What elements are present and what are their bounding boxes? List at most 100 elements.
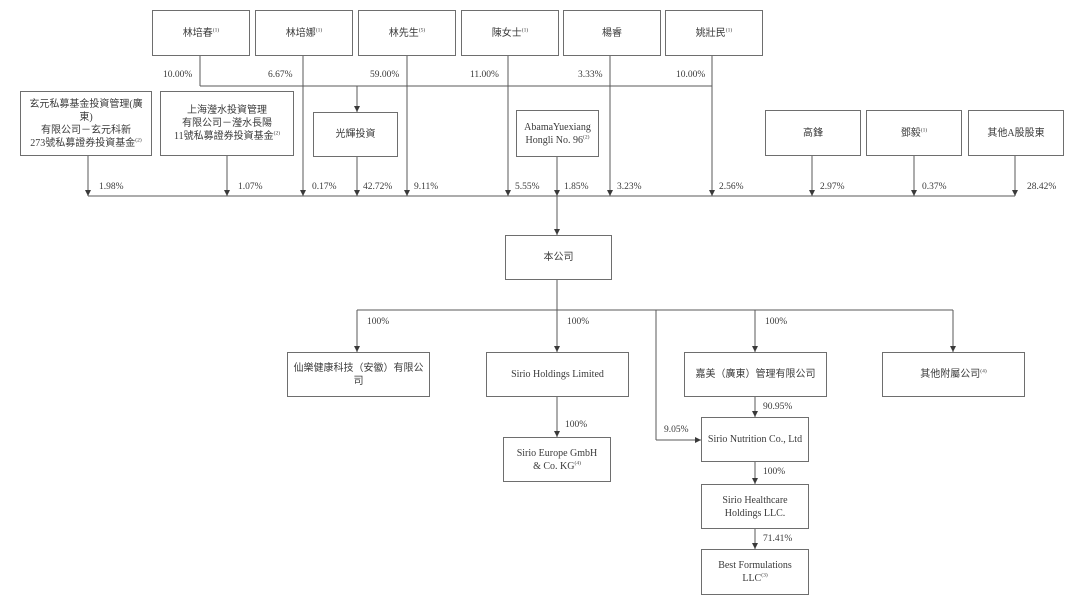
subsidiary-jiamei: 嘉美（廣東）管理有限公司	[684, 352, 827, 397]
shareholder-lin-peina-label: 林培娜	[285, 27, 316, 39]
pct-company-yingshui-fund: 1.07%	[238, 182, 263, 192]
entity-sirio-europe-note: (4)	[574, 460, 581, 467]
company-node-label: 本公司	[543, 252, 574, 263]
arrow-yang-rui	[607, 190, 613, 196]
arrow-sirio-holdings	[554, 346, 560, 352]
pct-company-deng-yi: 0.37%	[922, 182, 947, 192]
holder-other-a: 其他A股股東	[968, 110, 1064, 156]
holder-yingshui-fund-label: 11號私募證券投資基金	[173, 131, 274, 142]
holder-xuanyuan-fund-label: 273號私募證券投資基金	[30, 137, 136, 149]
pct-xianle: 100%	[367, 317, 390, 327]
arrow-other-subs	[950, 346, 956, 352]
arrow-deng-yi	[911, 190, 917, 196]
pct-sirio-healthcare: 100%	[763, 467, 786, 477]
arrow-yingshui-fund	[224, 190, 230, 196]
entity-sirio-nutrition-label: Sirio Nutrition Co., Ltd	[707, 434, 803, 445]
pct-company-yang-rui: 3.23%	[617, 182, 642, 192]
holder-guanghui-label: 光輝投資	[335, 129, 376, 140]
entity-best-formulations-label: Best Formulations	[718, 560, 792, 571]
arrow-best-formulations	[752, 543, 758, 549]
arrow-guanghui	[354, 106, 360, 112]
pct-guanghui-yao-zhuangmin: 10.00%	[676, 70, 706, 80]
pct-jiamei: 100%	[765, 317, 788, 327]
pct-guanghui-lin-peina: 6.67%	[268, 70, 293, 80]
holder-deng-yi-label: 鄧毅	[900, 127, 921, 139]
holder-abama-label: AbamaYuexiang	[524, 121, 591, 133]
arrow-gao-feng	[809, 190, 815, 196]
shareholder-yao-zhuangmin-note: (1)	[725, 27, 733, 34]
entity-sirio-europe: Sirio Europe GmbH& Co. KG(4)	[503, 437, 611, 482]
arrow-lin-peina	[300, 190, 306, 196]
shareholder-lin-peina: 林培娜(1)	[255, 10, 353, 56]
arrow-yao-zhuangmin	[709, 190, 715, 196]
shareholder-lin-peichun-note: (1)	[212, 27, 220, 34]
shareholder-lin-peina-note: (1)	[315, 27, 323, 34]
holder-yingshui-fund-note: (2)	[273, 130, 281, 137]
pct-direct-sirio-nutrition: 9.05%	[664, 425, 689, 435]
subsidiary-other-subs: 其他附屬公司(4)	[882, 352, 1025, 397]
arrow-direct-sirio-nutrition	[695, 437, 701, 443]
shareholder-ms-chen: 陳女士(1)	[461, 10, 559, 56]
subsidiary-sirio-holdings: Sirio Holdings Limited	[486, 352, 629, 397]
holder-abama-note: (2)	[583, 134, 590, 141]
pct-sirio-nutrition: 90.95%	[763, 402, 793, 412]
pct-company-xuanyuan-fund: 1.98%	[99, 182, 124, 192]
holder-gao-feng: 高鋒	[765, 110, 861, 156]
arrow-mr-lin	[404, 190, 410, 196]
entity-sirio-nutrition: Sirio Nutrition Co., Ltd	[701, 417, 809, 462]
holder-gao-feng-label: 高鋒	[803, 127, 823, 139]
subsidiary-other-subs-note: (4)	[980, 368, 987, 375]
shareholder-lin-peichun-label: 林培春	[182, 27, 213, 39]
entity-best-formulations-note: (3)	[761, 572, 768, 579]
pct-guanghui-yang-rui: 3.33%	[578, 70, 603, 80]
company-node: 本公司	[505, 235, 612, 280]
shareholder-mr-lin-label: 林先生	[388, 27, 419, 39]
pct-sirio-europe: 100%	[565, 420, 588, 430]
arrow-jiamei	[752, 346, 758, 352]
holder-yingshui-fund-label: 有限公司－瀅水長陽	[182, 118, 272, 129]
holder-deng-yi-note: (1)	[920, 127, 928, 134]
arrow-sirio-europe	[554, 431, 560, 437]
holder-xuanyuan-fund-note: (2)	[135, 137, 142, 144]
subsidiary-other-subs-label: 其他附屬公司	[920, 369, 981, 380]
holder-other-a-label: 其他A股股東	[987, 127, 1045, 139]
arrow-xianle	[354, 346, 360, 352]
pct-company-mr-lin: 9.11%	[414, 182, 439, 192]
pct-company-abama: 1.85%	[564, 182, 589, 192]
subsidiary-sirio-holdings-label: Sirio Holdings Limited	[511, 369, 604, 380]
subsidiary-jiamei-label: 嘉美（廣東）管理有限公司	[695, 369, 816, 380]
entity-sirio-europe-label: Sirio Europe GmbH	[516, 447, 598, 459]
arrow-sirio-healthcare	[752, 478, 758, 484]
holder-xuanyuan-fund-label: 玄元私募基金投資管理(廣東)	[29, 98, 143, 123]
arrow-guanghui	[354, 190, 360, 196]
shareholder-mr-lin: 林先生(5)	[358, 10, 456, 56]
subsidiary-xianle-label: 仙樂健康科技（安徽）有限公司	[293, 362, 424, 387]
holder-guanghui: 光輝投資	[313, 112, 398, 157]
arrow-xuanyuan-fund	[85, 190, 91, 196]
pct-company-gao-feng: 2.97%	[820, 182, 845, 192]
arrow-sirio-nutrition	[752, 411, 758, 417]
shareholder-ms-chen-label: 陳女士	[491, 27, 522, 39]
pct-guanghui-mr-lin: 59.00%	[370, 70, 400, 80]
holder-xuanyuan-fund-label: 有限公司－玄元科新	[41, 124, 131, 136]
pct-guanghui-ms-chen: 11.00%	[470, 70, 499, 80]
pct-company-ms-chen: 5.55%	[515, 182, 540, 192]
shareholder-yao-zhuangmin: 姚壯民(1)	[665, 10, 763, 56]
holder-deng-yi: 鄧毅(1)	[866, 110, 962, 156]
pct-best-formulations: 71.41%	[763, 534, 793, 544]
shareholder-lin-peichun: 林培春(1)	[152, 10, 250, 56]
entity-sirio-europe-label: & Co. KG	[533, 460, 575, 472]
shareholder-yang-rui-label: 楊睿	[602, 27, 622, 39]
arrow-other-a	[1012, 190, 1018, 196]
pct-guanghui-lin-peichun: 10.00%	[163, 70, 193, 80]
shareholder-ms-chen-note: (1)	[521, 27, 529, 34]
arrow-company	[554, 229, 560, 235]
pct-company-other-a: 28.42%	[1027, 182, 1057, 192]
pct-company-yao-zhuangmin: 2.56%	[719, 182, 744, 192]
